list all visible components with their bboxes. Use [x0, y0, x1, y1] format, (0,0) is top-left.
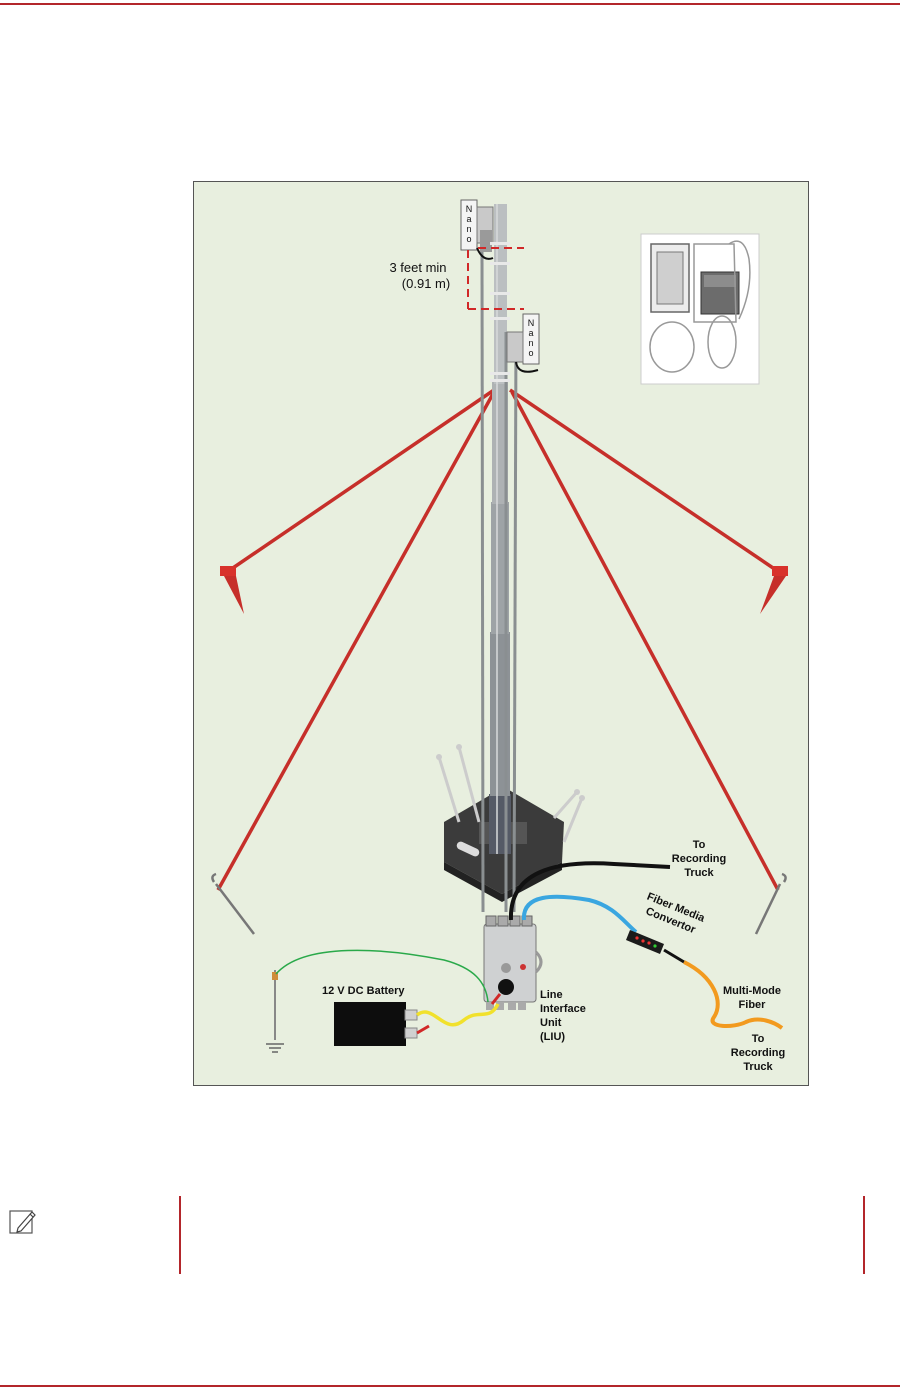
ground-stake — [266, 970, 284, 1052]
label-to-recording-truck-top: To Recording Truck — [672, 839, 726, 879]
inset-mounting-bracket-photo — [641, 234, 759, 384]
nano-module-upper: N a n o — [461, 200, 493, 259]
note-divider-right — [863, 1196, 865, 1274]
battery-12v — [334, 1002, 417, 1046]
svg-text:Fiber: Fiber — [739, 999, 767, 1011]
power-wire — [417, 1004, 498, 1025]
stake-lower-right — [756, 874, 786, 934]
telescopic-mast — [489, 204, 511, 854]
nano-module-lower: N a n o — [507, 314, 539, 372]
note-box — [0, 1196, 900, 1274]
nano-letter: n — [466, 224, 471, 234]
pencil-note-icon — [8, 1206, 38, 1236]
svg-text:(LIU): (LIU) — [540, 1031, 565, 1043]
svg-text:Truck: Truck — [684, 867, 714, 879]
header-rule — [0, 3, 900, 5]
svg-text:Unit: Unit — [540, 1017, 562, 1029]
nano-letter: N — [528, 318, 535, 328]
svg-text:Interface: Interface — [540, 1003, 586, 1015]
svg-text:To: To — [693, 839, 706, 851]
svg-text:To: To — [752, 1033, 765, 1045]
nano-letter: o — [528, 348, 533, 358]
label-battery: 12 V DC Battery — [322, 985, 405, 997]
guy-rope-upper-right — [510, 390, 779, 572]
label-liu: Line Interface Unit (LIU) — [540, 989, 586, 1043]
nano-letter: a — [528, 328, 533, 338]
nano-letter: a — [466, 214, 471, 224]
stake-lower-left — [212, 874, 254, 934]
nano-letter: n — [528, 338, 533, 348]
guy-rope-lower-left — [218, 392, 494, 890]
svg-text:Line: Line — [540, 989, 563, 1001]
note-divider-left — [179, 1196, 181, 1274]
power-wire-red — [417, 1026, 429, 1033]
mast-diagram: N a n o N a n o 3 — [194, 182, 808, 1085]
svg-text:Recording: Recording — [672, 853, 726, 865]
label-multi-mode-fiber: Multi-Mode Fiber — [723, 985, 781, 1011]
nano-letter: N — [466, 204, 473, 214]
guy-rope-upper-left — [227, 390, 494, 572]
spacing-label: 3 feet min — [389, 260, 446, 275]
stake-upper-right — [760, 566, 788, 614]
svg-text:Multi-Mode: Multi-Mode — [723, 985, 781, 997]
spacing-label-metric: (0.91 m) — [402, 276, 450, 291]
footer-rule — [0, 1385, 900, 1387]
label-to-recording-truck-bottom: To Recording Truck — [731, 1033, 785, 1073]
liu-box — [484, 916, 541, 1010]
figure-frame: N a n o N a n o 3 — [193, 181, 809, 1086]
svg-text:Truck: Truck — [743, 1061, 773, 1073]
label-fiber-media-convertor: Fiber Media Convertor — [640, 891, 707, 938]
stake-upper-left — [220, 566, 244, 614]
nano-letter: o — [466, 234, 471, 244]
svg-text:Recording: Recording — [731, 1047, 785, 1059]
fiber-media-convertor — [626, 930, 684, 962]
fiber-cable-blue — [524, 897, 636, 932]
